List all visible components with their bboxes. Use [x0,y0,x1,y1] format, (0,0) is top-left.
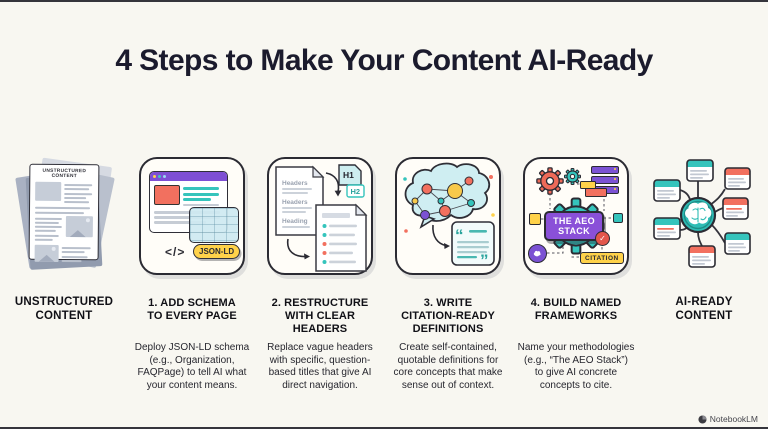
unstructured-content-label: UNSTRUCTURED CONTENT [14,296,114,322]
step-3-body: Create self-contained, quotable definiti… [393,342,503,391]
top-border-line [0,0,768,2]
arrow-down-icon [325,172,340,193]
notebooklm-logo-icon [698,414,707,424]
vague-header-word: Heading [282,218,308,225]
citation-badge: CITATION [580,252,624,264]
block-icon [585,188,607,197]
step-3-heading: 3. WRITE CITATION-READY DEFINITIONS [401,297,495,335]
vague-header-word: Headers [282,199,308,206]
json-ld-badge: JSON-LD [193,244,241,259]
aeo-stack-banner: THE AEO STACK [544,211,604,241]
column-step-1: </> JSON-LD 1. ADD SCHEMA TO EVERY PAGE … [128,150,256,392]
h1-tag-icon: H1 [338,164,362,186]
step-1-heading: 1. ADD SCHEMA TO EVERY PAGE [147,297,237,322]
headers-card-icon: Headers Headers Heading H1 H2 [267,157,373,275]
step-1-body: Deploy JSON-LD schema (e.g., Organizatio… [134,342,250,391]
node-square-icon [529,213,541,225]
watermark-text: NotebookLM [709,414,758,424]
brain-chip-icon [528,244,547,263]
framework-card-icon: THE AEO STACK ✓ CITATION [523,157,629,275]
vague-header-word: Headers [282,180,308,187]
aeo-stack-label: THE AEO STACK [553,216,595,236]
h2-tag-icon: H2 [346,184,365,198]
gear-icon [536,167,564,195]
arrow-right-icon [432,224,447,247]
restructure-documents-icon: Headers Headers Heading H1 H2 [275,164,368,272]
step-4-heading: 4. BUILD NAMED FRAMEWORKS [530,297,622,322]
step-2-heading: 2. RESTRUCTURE WITH CLEAR HEADERS [271,297,369,335]
schema-card-icon: </> JSON-LD [139,157,245,275]
image-placeholder [65,215,93,237]
column-ai-ready-content: AI-READY CONTENT [640,150,768,392]
document-title: UNSTRUCTURED CONTENT [42,168,87,180]
gear-icon [564,168,581,185]
code-icon: </> [165,245,186,259]
brain-quote-icon: “ ” [403,162,495,270]
ai-ready-content-label: AI-READY CONTENT [675,296,733,322]
front-document: UNSTRUCTURED CONTENT [28,163,100,262]
column-step-4: THE AEO STACK ✓ CITATION 4. BUILD NAMED … [512,150,640,392]
svg-text:H1: H1 [343,170,354,180]
node-square-icon [613,213,623,223]
watermark: NotebookLM [698,414,758,424]
column-step-3: “ ” 3. WRITE CITATION-READY DEFINITIONS … [384,150,512,392]
step-2-body: Replace vague headers with specific, que… [267,342,373,391]
check-badge-icon: ✓ [595,231,610,246]
close-quote-glyph: ” [480,251,489,270]
mindmap-icon [653,159,751,268]
page-title: 4 Steps to Make Your Content AI-Ready [115,44,653,77]
column-step-2: Headers Headers Heading H1 H2 [256,150,384,392]
bottom-border-line [0,427,768,429]
browser-titlebar [150,172,227,181]
svg-text:H2: H2 [351,187,361,196]
image-placeholder [34,244,59,262]
arrow-right-icon [286,238,307,258]
column-unstructured-content: UNSTRUCTURED CONTENT [0,150,128,392]
schema-grid-sheet-icon [189,207,239,243]
mindmap-node [653,159,751,268]
hero-image-placeholder [154,185,180,205]
step-4-body: Name your methodologies (e.g., “The AEO … [517,342,635,391]
citation-card-icon: “ ” [395,157,501,275]
document-stack-icon: UNSTRUCTURED CONTENT [15,156,115,276]
image-placeholder [35,181,62,201]
steps-row: UNSTRUCTURED CONTENT [0,150,768,392]
open-quote-glyph: “ [455,226,464,245]
